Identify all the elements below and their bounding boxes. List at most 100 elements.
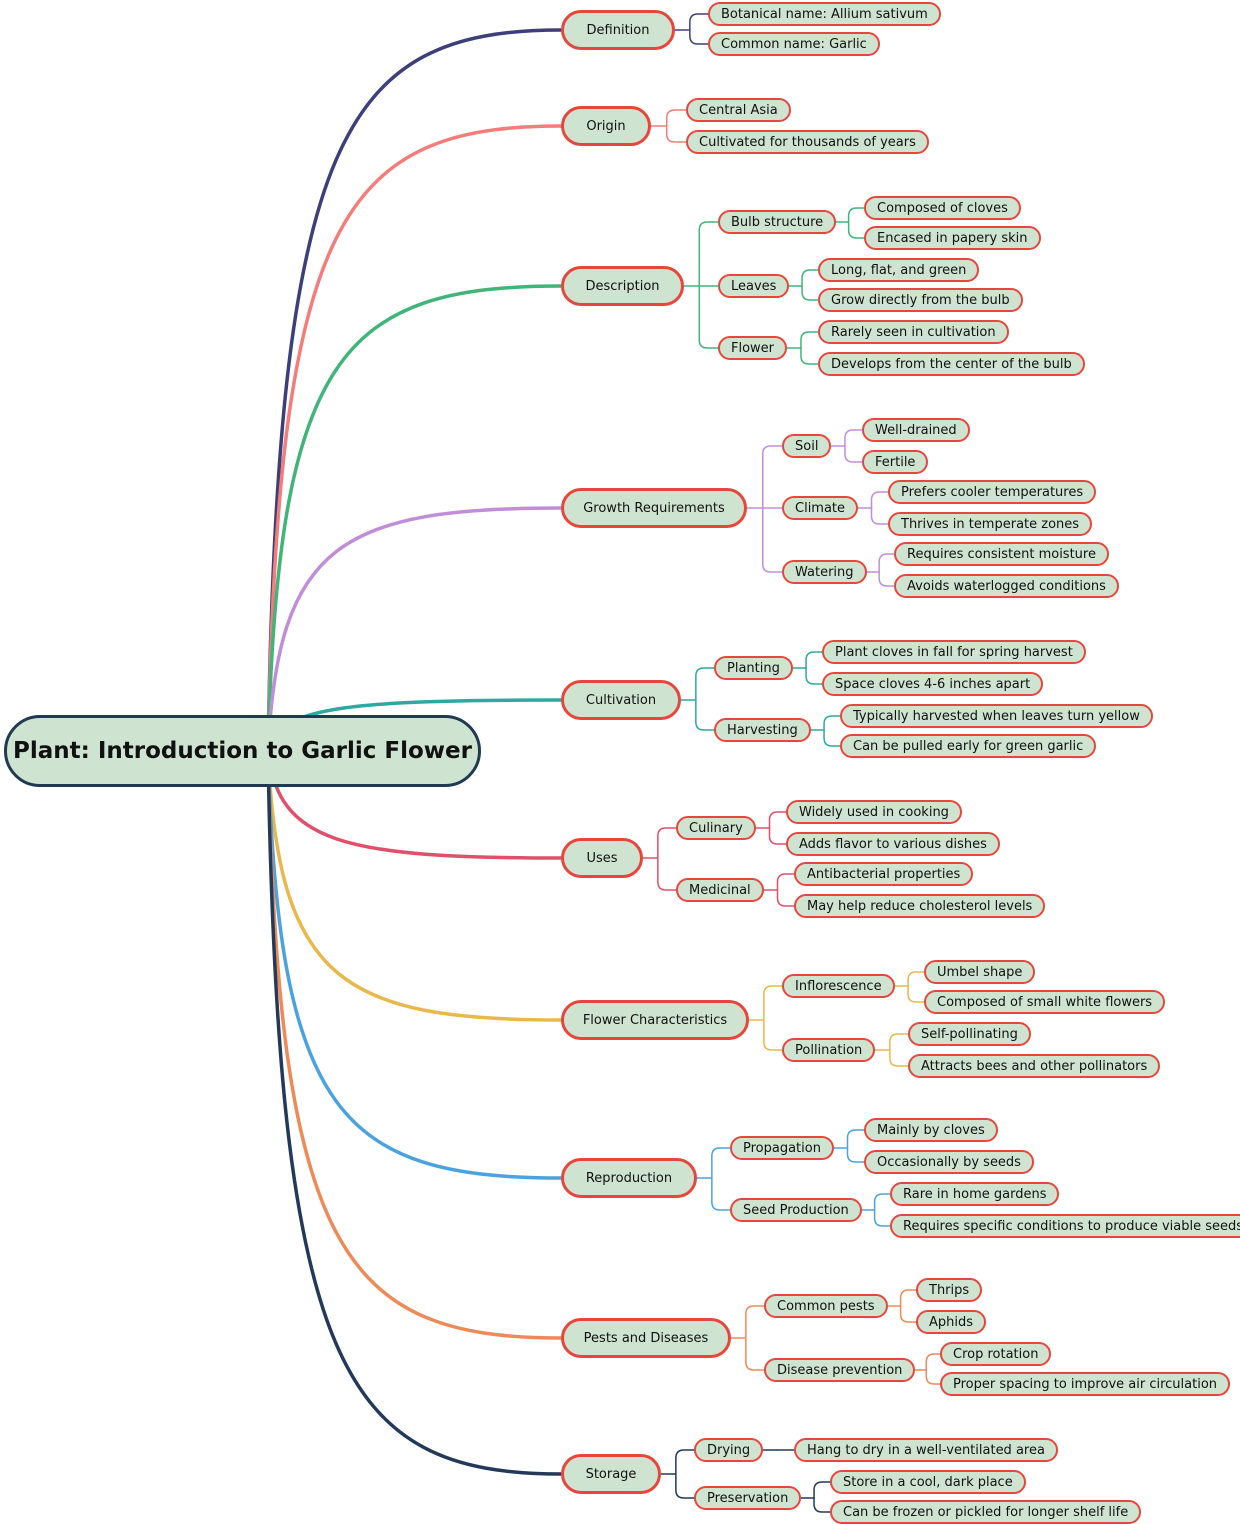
leaf-node[interactable]: Central Asia	[686, 98, 791, 122]
leaf-node[interactable]: Occasionally by seeds	[864, 1150, 1034, 1174]
leaf-node[interactable]: Crop rotation	[940, 1342, 1052, 1366]
leaf-node[interactable]: Encased in papery skin	[864, 226, 1041, 250]
topic-bracket-branch	[762, 445, 783, 509]
leaf-node[interactable]: Antibacterial properties	[794, 862, 974, 886]
subtopic-bracket-branch	[813, 1497, 831, 1513]
leaf-node[interactable]: Typically harvested when leaves turn yel…	[840, 704, 1153, 728]
subtopic-node[interactable]: Common pests	[764, 1294, 888, 1318]
subtopic-bracket-branch	[768, 827, 787, 845]
leaf-node[interactable]: Adds flavor to various dishes	[786, 832, 1000, 856]
leaf-node[interactable]: Fertile	[862, 450, 929, 474]
leaf-node[interactable]: Grow directly from the bulb	[818, 288, 1023, 312]
subtopic-node[interactable]: Seed Production	[730, 1198, 862, 1222]
leaf-node[interactable]: Composed of cloves	[864, 196, 1021, 220]
topic-link	[266, 28, 563, 753]
subtopic-node[interactable]: Leaves	[718, 274, 790, 298]
topic-link	[266, 124, 563, 753]
leaf-node[interactable]: Long, flat, and green	[818, 258, 980, 282]
leaf-node[interactable]: Botanical name: Allium sativum	[708, 2, 941, 26]
topic-node[interactable]: Pests and Diseases	[561, 1318, 731, 1358]
subtopic-node[interactable]: Soil	[782, 434, 832, 458]
subtopic-bracket-branch	[813, 1481, 831, 1499]
subtopic-bracket-branch	[847, 207, 865, 223]
leaf-node[interactable]: Composed of small white flowers	[924, 990, 1166, 1014]
leaf-node[interactable]: Space cloves 4-6 inches apart	[822, 672, 1044, 696]
subtopic-bracket-branch	[805, 651, 823, 669]
leaf-node[interactable]: Thrives in temperate zones	[888, 512, 1093, 536]
topic-node[interactable]: Reproduction	[561, 1158, 697, 1198]
subtopic-bracket-branch	[870, 507, 889, 525]
leaf-node[interactable]: Well-drained	[862, 418, 970, 442]
leaf-node[interactable]: Proper spacing to improve air circulatio…	[940, 1372, 1231, 1396]
subtopic-node[interactable]: Disease prevention	[764, 1358, 916, 1382]
leaf-node[interactable]: Requires consistent moisture	[894, 542, 1109, 566]
topic-bracket-branch	[698, 221, 719, 287]
leaf-node[interactable]: Common name: Garlic	[708, 32, 880, 56]
topic-bracket-branch	[695, 699, 715, 731]
topic-node[interactable]: Origin	[561, 106, 651, 146]
leaf-node[interactable]: Widely used in cooking	[786, 800, 962, 824]
subtopic-bracket-branch	[925, 1353, 941, 1371]
leaf-node[interactable]: Rare in home gardens	[890, 1182, 1060, 1206]
topic-node[interactable]: Definition	[561, 10, 675, 50]
leaf-node[interactable]: May help reduce cholesterol levels	[794, 894, 1046, 918]
topic-node[interactable]: Uses	[561, 838, 643, 878]
topic-link	[266, 749, 563, 1022]
topic-link	[266, 749, 563, 1340]
subtopic-node[interactable]: Planting	[714, 656, 793, 680]
leaf-node[interactable]: Mainly by cloves	[864, 1118, 998, 1142]
subtopic-node[interactable]: Drying	[694, 1438, 764, 1462]
leaf-node[interactable]: Hang to dry in a well-ventilated area	[794, 1438, 1058, 1462]
subtopic-bracket-branch	[925, 1369, 941, 1385]
subtopic-bracket-branch	[907, 971, 925, 987]
subtopic-bracket-branch	[878, 553, 895, 573]
leaf-node[interactable]: Can be frozen or pickled for longer shel…	[830, 1500, 1142, 1524]
leaf-node[interactable]: Umbel shape	[924, 960, 1036, 984]
subtopic-bracket-branch	[889, 1049, 909, 1067]
subtopic-bracket-branch	[889, 1033, 909, 1051]
subtopic-node[interactable]: Watering	[782, 560, 867, 584]
subtopic-node[interactable]: Bulb structure	[718, 210, 837, 234]
leaf-node[interactable]: Develops from the center of the bulb	[818, 352, 1085, 376]
subtopic-bracket-branch	[776, 873, 795, 891]
subtopic-bracket-branch	[800, 331, 819, 349]
subtopic-node[interactable]: Harvesting	[714, 718, 811, 742]
subtopic-node[interactable]: Pollination	[782, 1038, 876, 1062]
topic-bracket-branch	[745, 1337, 765, 1371]
topic-node[interactable]: Flower Characteristics	[561, 1000, 749, 1040]
subtopic-node[interactable]: Inflorescence	[782, 974, 895, 998]
subtopic-node[interactable]: Preservation	[694, 1486, 802, 1510]
leaf-node[interactable]: Thrips	[916, 1278, 983, 1302]
leaf-node[interactable]: Requires specific conditions to produce …	[890, 1214, 1240, 1238]
leaf-node[interactable]: Can be pulled early for green garlic	[840, 734, 1097, 758]
leaf-node[interactable]: Aphids	[916, 1310, 987, 1334]
leaf-node[interactable]: Avoids waterlogged conditions	[894, 574, 1119, 598]
topic-bracket-branch	[711, 1147, 731, 1179]
leaf-node[interactable]: Store in a cool, dark place	[830, 1470, 1026, 1494]
leaf-node[interactable]: Cultivated for thousands of years	[686, 130, 929, 154]
subtopic-node[interactable]: Culinary	[676, 816, 756, 840]
subtopic-bracket-branch	[899, 1289, 917, 1307]
subtopic-node[interactable]: Medicinal	[676, 878, 764, 902]
subtopic-bracket-branch	[907, 985, 925, 1003]
subtopic-bracket-branch	[899, 1305, 917, 1323]
leaf-node[interactable]: Attracts bees and other pollinators	[908, 1054, 1161, 1078]
topic-node[interactable]: Cultivation	[561, 680, 681, 720]
subtopic-bracket-branch	[823, 729, 841, 747]
topic-node[interactable]: Storage	[561, 1454, 661, 1494]
subtopic-node[interactable]: Propagation	[730, 1136, 834, 1160]
topic-bracket-branch	[675, 1449, 695, 1475]
subtopic-node[interactable]: Flower	[718, 336, 788, 360]
topic-bracket-branch	[711, 1177, 731, 1211]
root-node[interactable]: Plant: Introduction to Garlic Flower	[4, 715, 481, 787]
leaf-node[interactable]: Rarely seen in cultivation	[818, 320, 1009, 344]
topic-bracket-branch	[763, 1019, 783, 1051]
leaf-node[interactable]: Self-pollinating	[908, 1022, 1031, 1046]
subtopic-bracket-branch	[873, 1209, 891, 1227]
subtopic-node[interactable]: Climate	[782, 496, 859, 520]
leaf-node[interactable]: Prefers cooler temperatures	[888, 480, 1097, 504]
leaf-node[interactable]: Plant cloves in fall for spring harvest	[822, 640, 1086, 664]
topic-node[interactable]: Growth Requirements	[561, 488, 747, 528]
topic-bracket-branch	[698, 285, 719, 349]
topic-node[interactable]: Description	[561, 266, 684, 306]
